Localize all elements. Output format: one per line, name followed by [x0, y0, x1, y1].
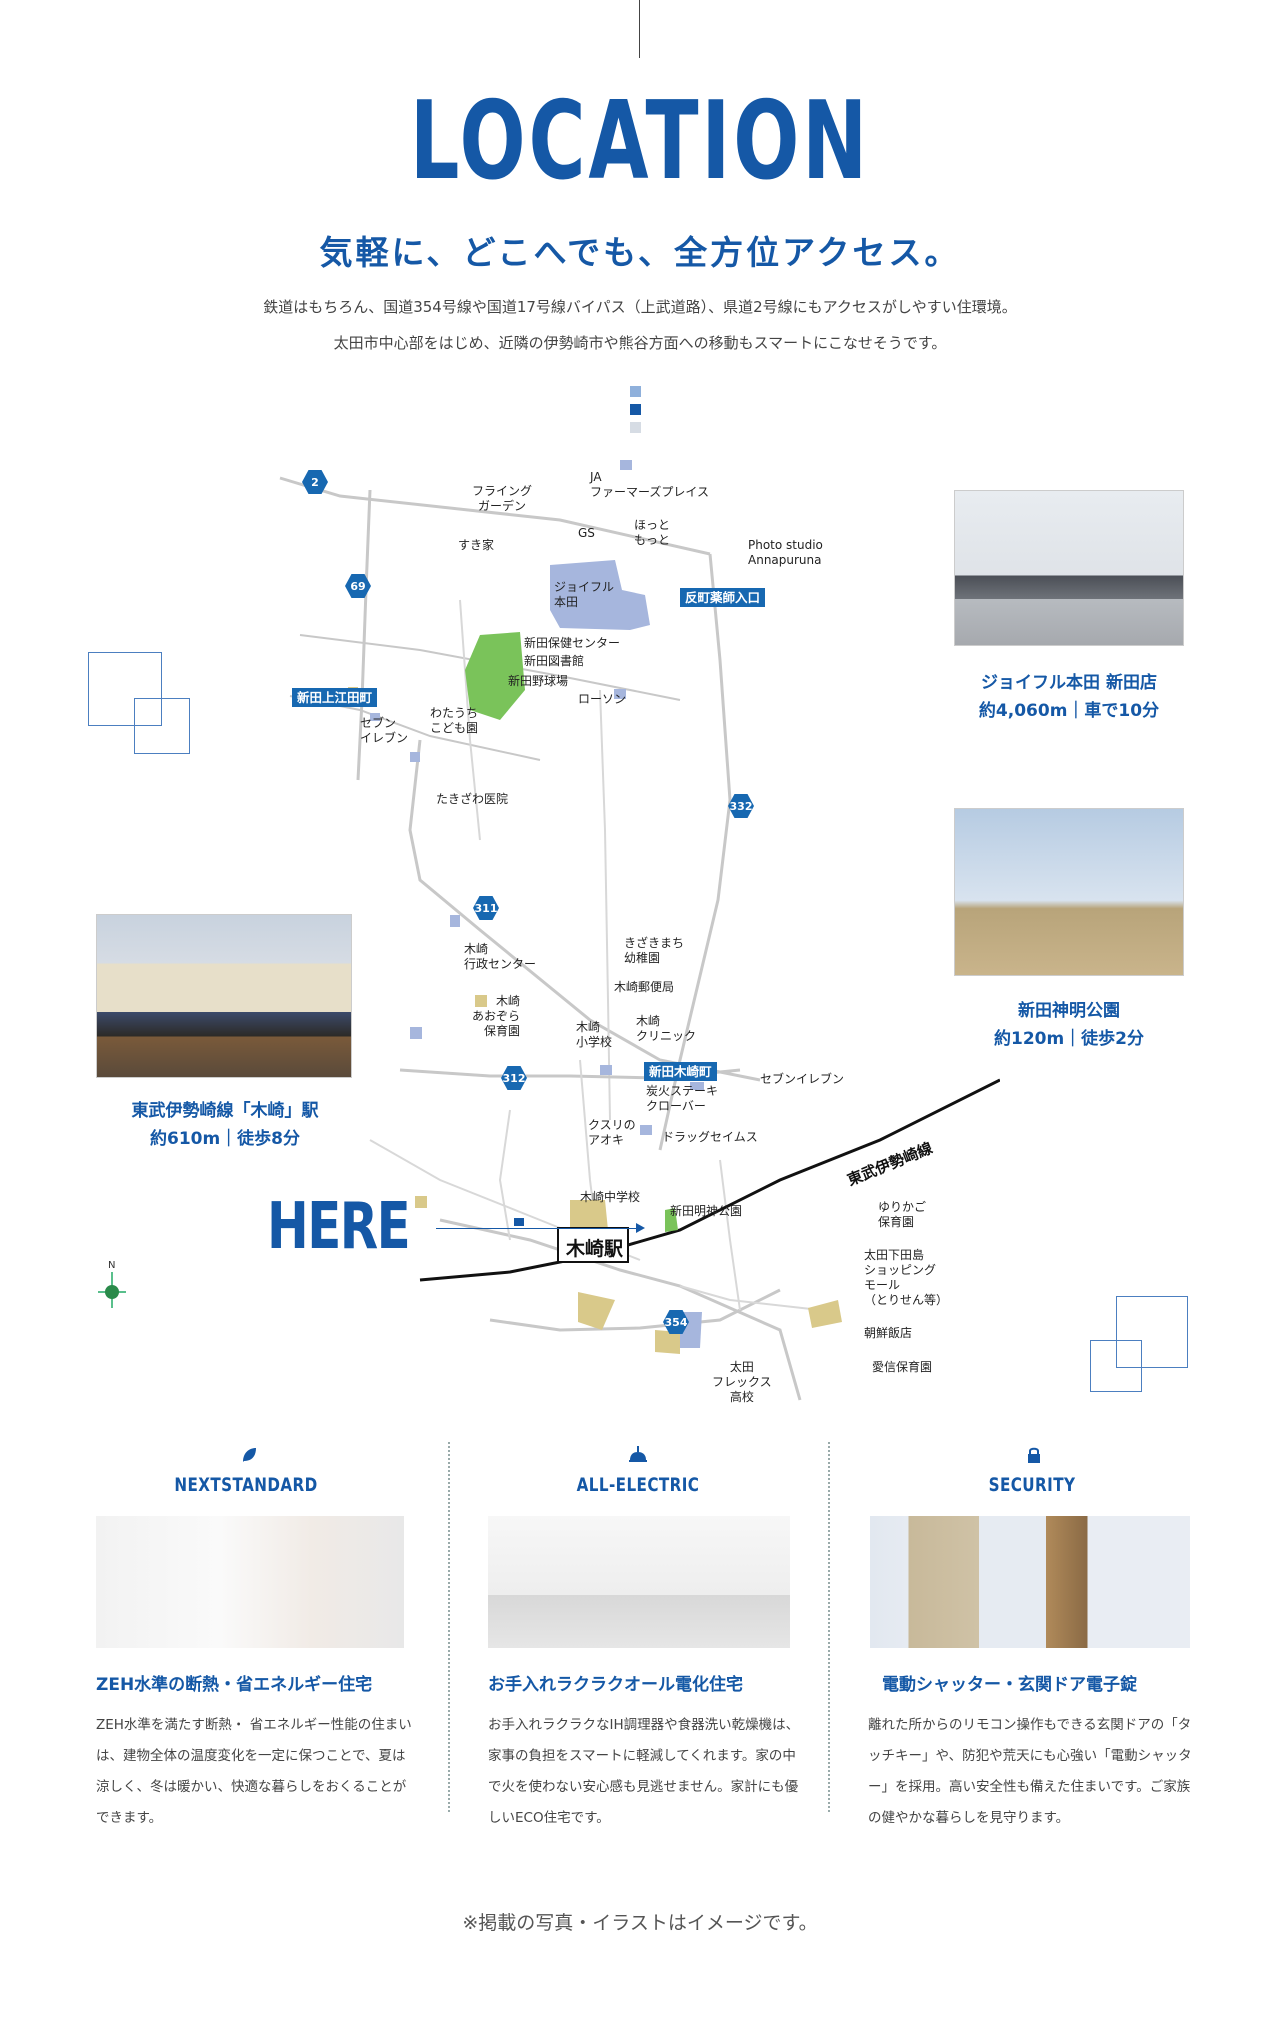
place-joyful: ジョイフル本田 — [554, 580, 615, 609]
feature-2-heading: お手入れラクラクオール電化住宅 — [488, 1675, 743, 1695]
feature-3-photo — [870, 1516, 1190, 1648]
deco-square-3 — [630, 422, 641, 433]
place-lawson: ローソン — [578, 692, 627, 706]
intersection-sorimachi: 反町薬師入口 — [680, 588, 766, 607]
place-kusuri: クスリのアオキ — [588, 1118, 636, 1147]
feature-1-body: ZEH水準を満たす断熱・ 省エネルギー性能の住まいは、建物全体の温度変化を一定に… — [96, 1717, 412, 1826]
lamp-icon — [628, 1446, 648, 1468]
joyful-caption-title: ジョイフル本田 新田店 — [981, 673, 1157, 693]
deco-square-2 — [630, 404, 641, 415]
place-kizakimachi: きざきまち幼稚園 — [624, 936, 685, 965]
station-photo — [96, 914, 352, 1078]
page-title: LOCATION — [409, 79, 871, 204]
station-caption-sub: 約610m｜徒歩8分 — [149, 1129, 301, 1149]
footer-note: ※掲載の写真・イラストはイメージです。 — [462, 1912, 818, 1934]
intersection-kizakicho: 新田木崎町 — [644, 1062, 717, 1081]
place-library: 新田図書館 — [524, 654, 585, 668]
deco-outline-square — [1116, 1296, 1188, 1368]
place-flying-garden: フライングガーデン — [472, 484, 533, 513]
place-elementary: 木崎小学校 — [576, 1020, 613, 1049]
place-shinmei: 新田明神公園 — [670, 1204, 743, 1218]
place-hoken: 新田保健センター — [524, 636, 621, 650]
deco-outline-square — [1090, 1340, 1142, 1392]
place-steak: 炭火ステーキクローバー — [646, 1084, 719, 1113]
place-seven-2: セブンイレブン — [760, 1072, 845, 1086]
deco-outline-square — [88, 652, 162, 726]
lead-line-2: 太田市中心部をはじめ、近隣の伊勢崎市や熊谷方面への移動もスマートにこなせそうです… — [333, 334, 947, 352]
place-clinic: 木崎クリニック — [636, 1014, 697, 1043]
place-asahi: 朝鮮飯店 — [864, 1326, 913, 1340]
feature-divider — [828, 1442, 830, 1812]
route-311-shield: 311 — [473, 896, 499, 920]
lead-line-1: 鉄道はもちろん、国道354号線や国道17号線バイパス（上武道路）、県道2号線にも… — [263, 298, 1017, 316]
place-aishin: 愛信保育園 — [872, 1360, 933, 1374]
park-photo — [954, 808, 1184, 976]
place-junior: 木崎中学校 — [580, 1190, 641, 1204]
place-aozora: 木崎あおぞら保育園 — [472, 994, 521, 1038]
place-kizaki-center: 木崎行政センター — [464, 942, 537, 971]
top-divider-line — [639, 0, 640, 58]
park-caption-sub: 約120m｜徒歩2分 — [993, 1029, 1145, 1049]
deco-outline-square — [134, 698, 190, 754]
place-gs: GS — [578, 526, 595, 540]
place-sukiya: すき家 — [458, 538, 495, 552]
here-pointer-arrow-icon — [636, 1223, 645, 1233]
here-label: HERE — [267, 1190, 411, 1264]
place-baseball: 新田野球場 — [508, 674, 569, 688]
feature-2-photo — [488, 1516, 790, 1648]
place-yurikago: ゆりかご保育園 — [878, 1200, 927, 1229]
route-69-shield: 69 — [345, 574, 371, 598]
joyful-caption-sub: 約4,060m｜車で10分 — [978, 701, 1160, 721]
feature-3-heading: 電動シャッター・玄関ドア電子錠 — [882, 1675, 1137, 1695]
feature-2-body: お手入れラクラクなIH調理器や食器洗い乾燥機は、家事の負担をスマートに軽減してく… — [488, 1717, 800, 1826]
leaf-icon — [240, 1446, 258, 1468]
place-drug: ドラッグセイムス — [662, 1130, 758, 1144]
place-mall: 太田下田島ショッピングモール（とりせん等） — [864, 1248, 949, 1307]
place-watauchi: わたうちこども園 — [430, 706, 479, 735]
place-takizawa: たきざわ医院 — [436, 792, 509, 806]
feature-1-photo — [96, 1516, 404, 1648]
station-caption-title: 東武伊勢崎線「木崎」駅 — [131, 1101, 319, 1121]
subheading: 気軽に、どこへでも、全方位アクセス。 — [319, 233, 961, 272]
place-post: 木崎郵便局 — [614, 980, 675, 994]
park-caption-title: 新田神明公園 — [1018, 1001, 1120, 1021]
place-hotto: ほっともっと — [634, 518, 671, 547]
here-pointer-line — [436, 1228, 642, 1229]
place-seven-1: セブンイレブン — [360, 716, 409, 745]
deco-square-1 — [630, 386, 641, 397]
lock-icon — [1026, 1446, 1042, 1468]
joyful-photo — [954, 490, 1184, 646]
feature-1-heading: ZEH水準の断熱・省エネルギー住宅 — [96, 1675, 373, 1695]
compass-icon: N — [96, 1260, 128, 1310]
feature-1-label: NEXTSTANDARD — [174, 1474, 318, 1496]
route-2-shield: 2 — [302, 470, 328, 494]
intersection-kamieda: 新田上江田町 — [292, 688, 378, 707]
feature-3-body: 離れた所からのリモコン操作もできる玄関ドアの「タッチキー」や、防犯や荒天にも心強… — [868, 1717, 1192, 1826]
feature-divider — [448, 1442, 450, 1812]
feature-2-label: ALL-ELECTRIC — [576, 1474, 700, 1496]
station-kizaki-label: 木崎駅 — [566, 1238, 624, 1260]
place-flex: 太田フレックス高校 — [712, 1360, 772, 1404]
feature-3-label: SECURITY — [988, 1474, 1076, 1496]
